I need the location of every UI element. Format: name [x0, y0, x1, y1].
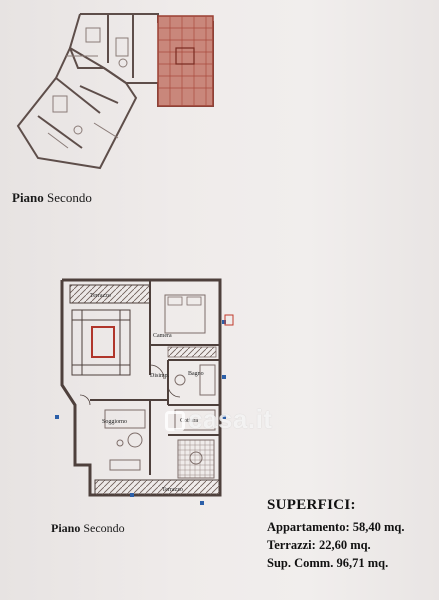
top-plan-caption: Piano Secondo — [12, 190, 92, 205]
room-label-bagno: Bagno — [188, 371, 204, 377]
casa-logo-icon — [165, 411, 185, 431]
highlighted-apartment — [157, 15, 214, 107]
watermark-logo: casa.it — [165, 404, 272, 435]
surfaces-title: SUPERFICI: — [267, 497, 356, 513]
room-label-soggiorno: Soggiorno — [102, 419, 127, 425]
room-label-disimpegno: Disimp. — [150, 373, 170, 379]
surfaces-summary: SUPERFICI: Appartamento: 58,40 mq. Terra… — [267, 497, 405, 572]
room-label-terrazzo-bottom: Terrazzo — [162, 487, 183, 493]
room-label-terrazzo-top: Terrazzo — [90, 293, 111, 299]
site-plan-overview — [16, 13, 214, 170]
surface-commercial: Sup. Comm. 96,71 mq. — [267, 556, 389, 570]
surface-apartment: Appartamento: 58,40 mq. — [267, 520, 405, 534]
surface-terraces: Terrazzi: 22,60 mq. — [267, 538, 371, 552]
room-label-camera: Camera — [153, 333, 172, 339]
main-plan-caption: Piano Secondo — [51, 521, 125, 535]
room-label-cottura: Cottura — [180, 418, 198, 424]
floor-plan-apartment: Terrazzo Camera Disimp. Bagno Soggiorno … — [55, 278, 234, 505]
